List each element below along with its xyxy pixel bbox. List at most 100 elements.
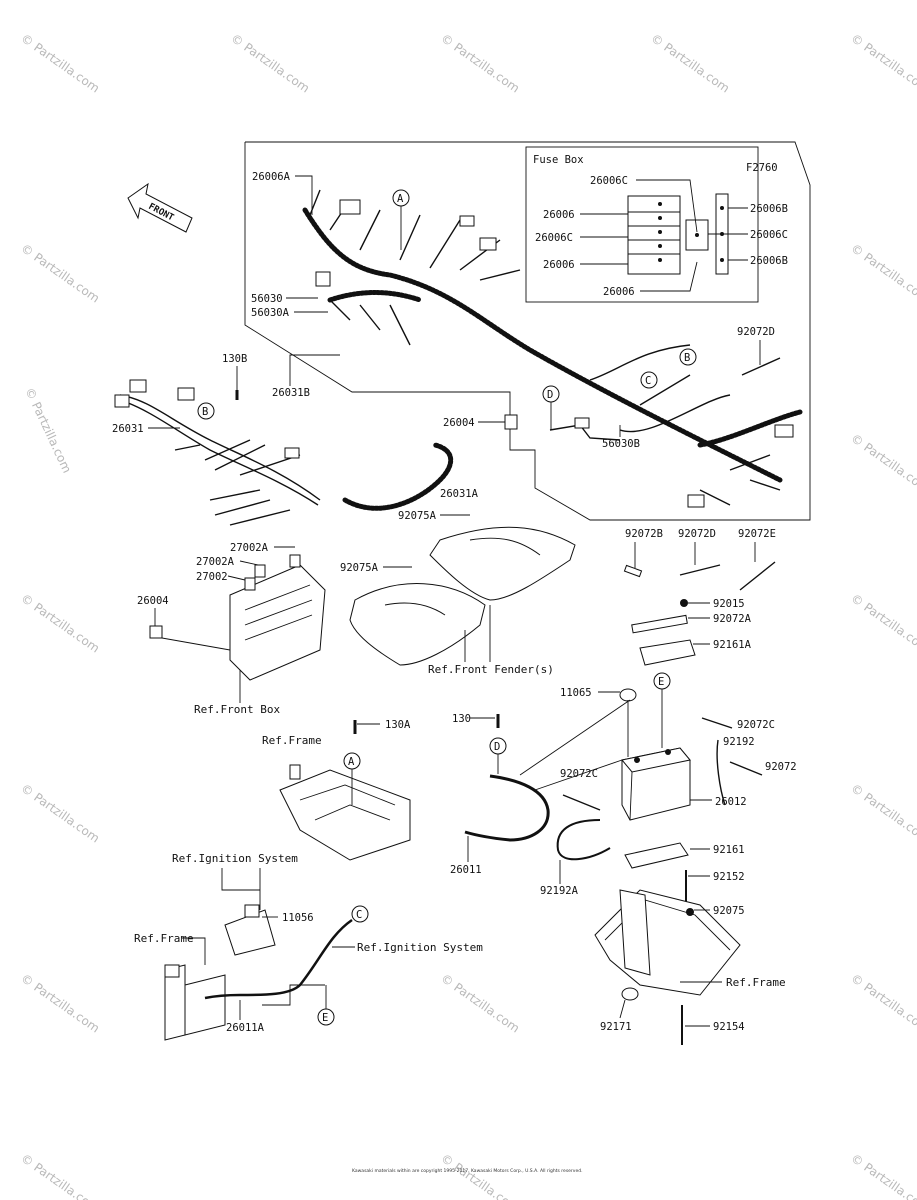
svg-text:E: E <box>322 1012 328 1024</box>
watermark: © Partzilla.com <box>438 31 522 96</box>
part-label: 92075 <box>713 905 745 917</box>
callout-b <box>197 402 215 420</box>
part-label: 92075A <box>398 510 437 522</box>
main-wire-harness <box>302 189 803 508</box>
part-label: 92152 <box>713 871 745 883</box>
part-label: 27002A <box>196 556 235 568</box>
cable-26011 <box>464 774 550 842</box>
part-label: 92192 <box>723 736 755 748</box>
part-label: 26011 <box>450 864 482 876</box>
part-label: 11056 <box>282 912 314 924</box>
fuse-label: 26006C <box>750 229 788 241</box>
part-label: 26012 <box>715 796 747 808</box>
part-label: 92072D <box>678 528 716 540</box>
fuse-label: 26006C <box>590 175 628 187</box>
part-label: 26004 <box>137 595 169 607</box>
part-label: 27002A <box>230 542 269 554</box>
cable-26011a <box>204 918 353 1000</box>
part-label: 26031 <box>112 423 144 435</box>
part-label: 26031A <box>440 488 479 500</box>
part-label: 56030 <box>251 293 283 305</box>
relay-bracket <box>224 904 276 956</box>
part-label: 56030B <box>602 438 640 450</box>
fuse-label: 26006B <box>750 203 788 215</box>
svg-text:E: E <box>658 676 664 688</box>
watermark: © Partzilla.com <box>18 241 102 306</box>
watermark: © Partzilla.com <box>848 1151 917 1200</box>
part-label: 92072 <box>765 761 797 773</box>
watermark: © Partzilla.com <box>848 431 917 496</box>
part-label: 92075A <box>340 562 379 574</box>
part-label: 92072E <box>738 528 776 540</box>
watermark: © Partzilla.com <box>438 1151 522 1200</box>
sub-harness-26031 <box>114 379 321 526</box>
pad-icon <box>624 842 689 869</box>
ref-ignition-system: Ref.Ignition System <box>357 941 483 954</box>
front-box <box>149 554 326 681</box>
part-label: 130B <box>222 353 247 365</box>
svg-text:B: B <box>202 406 208 418</box>
watermark: © Partzilla.com <box>438 971 522 1036</box>
part-label: 92072C <box>737 719 775 731</box>
part-label: 26031B <box>272 387 310 399</box>
callout-c <box>640 371 658 389</box>
watermark: © Partzilla.com <box>18 591 102 656</box>
ref-frame: Ref.Frame <box>262 734 322 747</box>
watermark: © Partzilla.com <box>848 31 917 96</box>
part-label: 92015 <box>713 598 745 610</box>
fuse-box: Fuse Box 26006C 26006 26006C 26006 26006… <box>525 146 788 303</box>
fuse-label: 26006 <box>603 286 635 298</box>
relay-icon <box>504 414 518 430</box>
fuse-label: 26006 <box>543 209 575 221</box>
front-arrow-icon: FRONT <box>127 182 193 233</box>
watermark: © Partzilla.com <box>848 781 917 846</box>
front-fender <box>349 526 576 666</box>
callout-c <box>351 905 369 923</box>
watermark: © Partzilla.com <box>18 31 102 96</box>
part-label: 130A <box>385 719 411 731</box>
part-label: 130 <box>452 713 471 725</box>
watermark: © Partzilla.com <box>18 781 102 846</box>
watermark: © Partzilla.com <box>848 241 917 306</box>
pad-icon <box>639 639 696 666</box>
svg-text:C: C <box>645 375 651 387</box>
svg-text:D: D <box>494 741 500 753</box>
svg-text:D: D <box>547 389 553 401</box>
fuse-label: 26006B <box>750 255 788 267</box>
part-label: 92072B <box>625 528 663 540</box>
harness-group-outline <box>244 141 811 521</box>
watermark: © Partzilla.com <box>22 385 74 475</box>
part-label: 92171 <box>600 1021 632 1033</box>
diagram-code: F2760 <box>746 162 778 174</box>
part-label: 92072A <box>713 613 752 625</box>
part-label: 92192A <box>540 885 579 897</box>
fuse-label: 26006C <box>535 232 573 244</box>
svg-text:A: A <box>348 756 355 768</box>
ref-frame: Ref.Frame <box>726 976 786 989</box>
part-label: 92161A <box>713 639 752 651</box>
part-label: 11065 <box>560 687 592 699</box>
ref-front-fender: Ref.Front Fender(s) <box>428 663 554 676</box>
part-label: 92161 <box>713 844 745 856</box>
part-label: 56030A <box>251 307 290 319</box>
part-label: 92154 <box>713 1021 745 1033</box>
ref-front-box: Ref.Front Box <box>194 703 280 716</box>
cable-92192a <box>556 819 611 861</box>
frame-section <box>279 764 411 861</box>
part-label: 26006A <box>252 171 291 183</box>
svg-text:B: B <box>684 352 690 364</box>
terminal-cap-icon <box>619 688 637 702</box>
callout-b <box>679 348 697 366</box>
part-label: 27002 <box>196 571 228 583</box>
svg-text:A: A <box>397 193 404 205</box>
watermark: © Partzilla.com <box>18 1151 102 1200</box>
watermark: © Partzilla.com <box>18 971 102 1036</box>
watermark: © Partzilla.com <box>848 971 917 1036</box>
ref-ignition-system: Ref.Ignition System <box>172 852 298 865</box>
part-label: 26011A <box>226 1022 265 1034</box>
frame-post <box>164 964 226 1041</box>
watermark: © Partzilla.com <box>848 591 917 656</box>
bracket-icon <box>631 614 688 634</box>
fuse-box-title: Fuse Box <box>533 154 584 166</box>
